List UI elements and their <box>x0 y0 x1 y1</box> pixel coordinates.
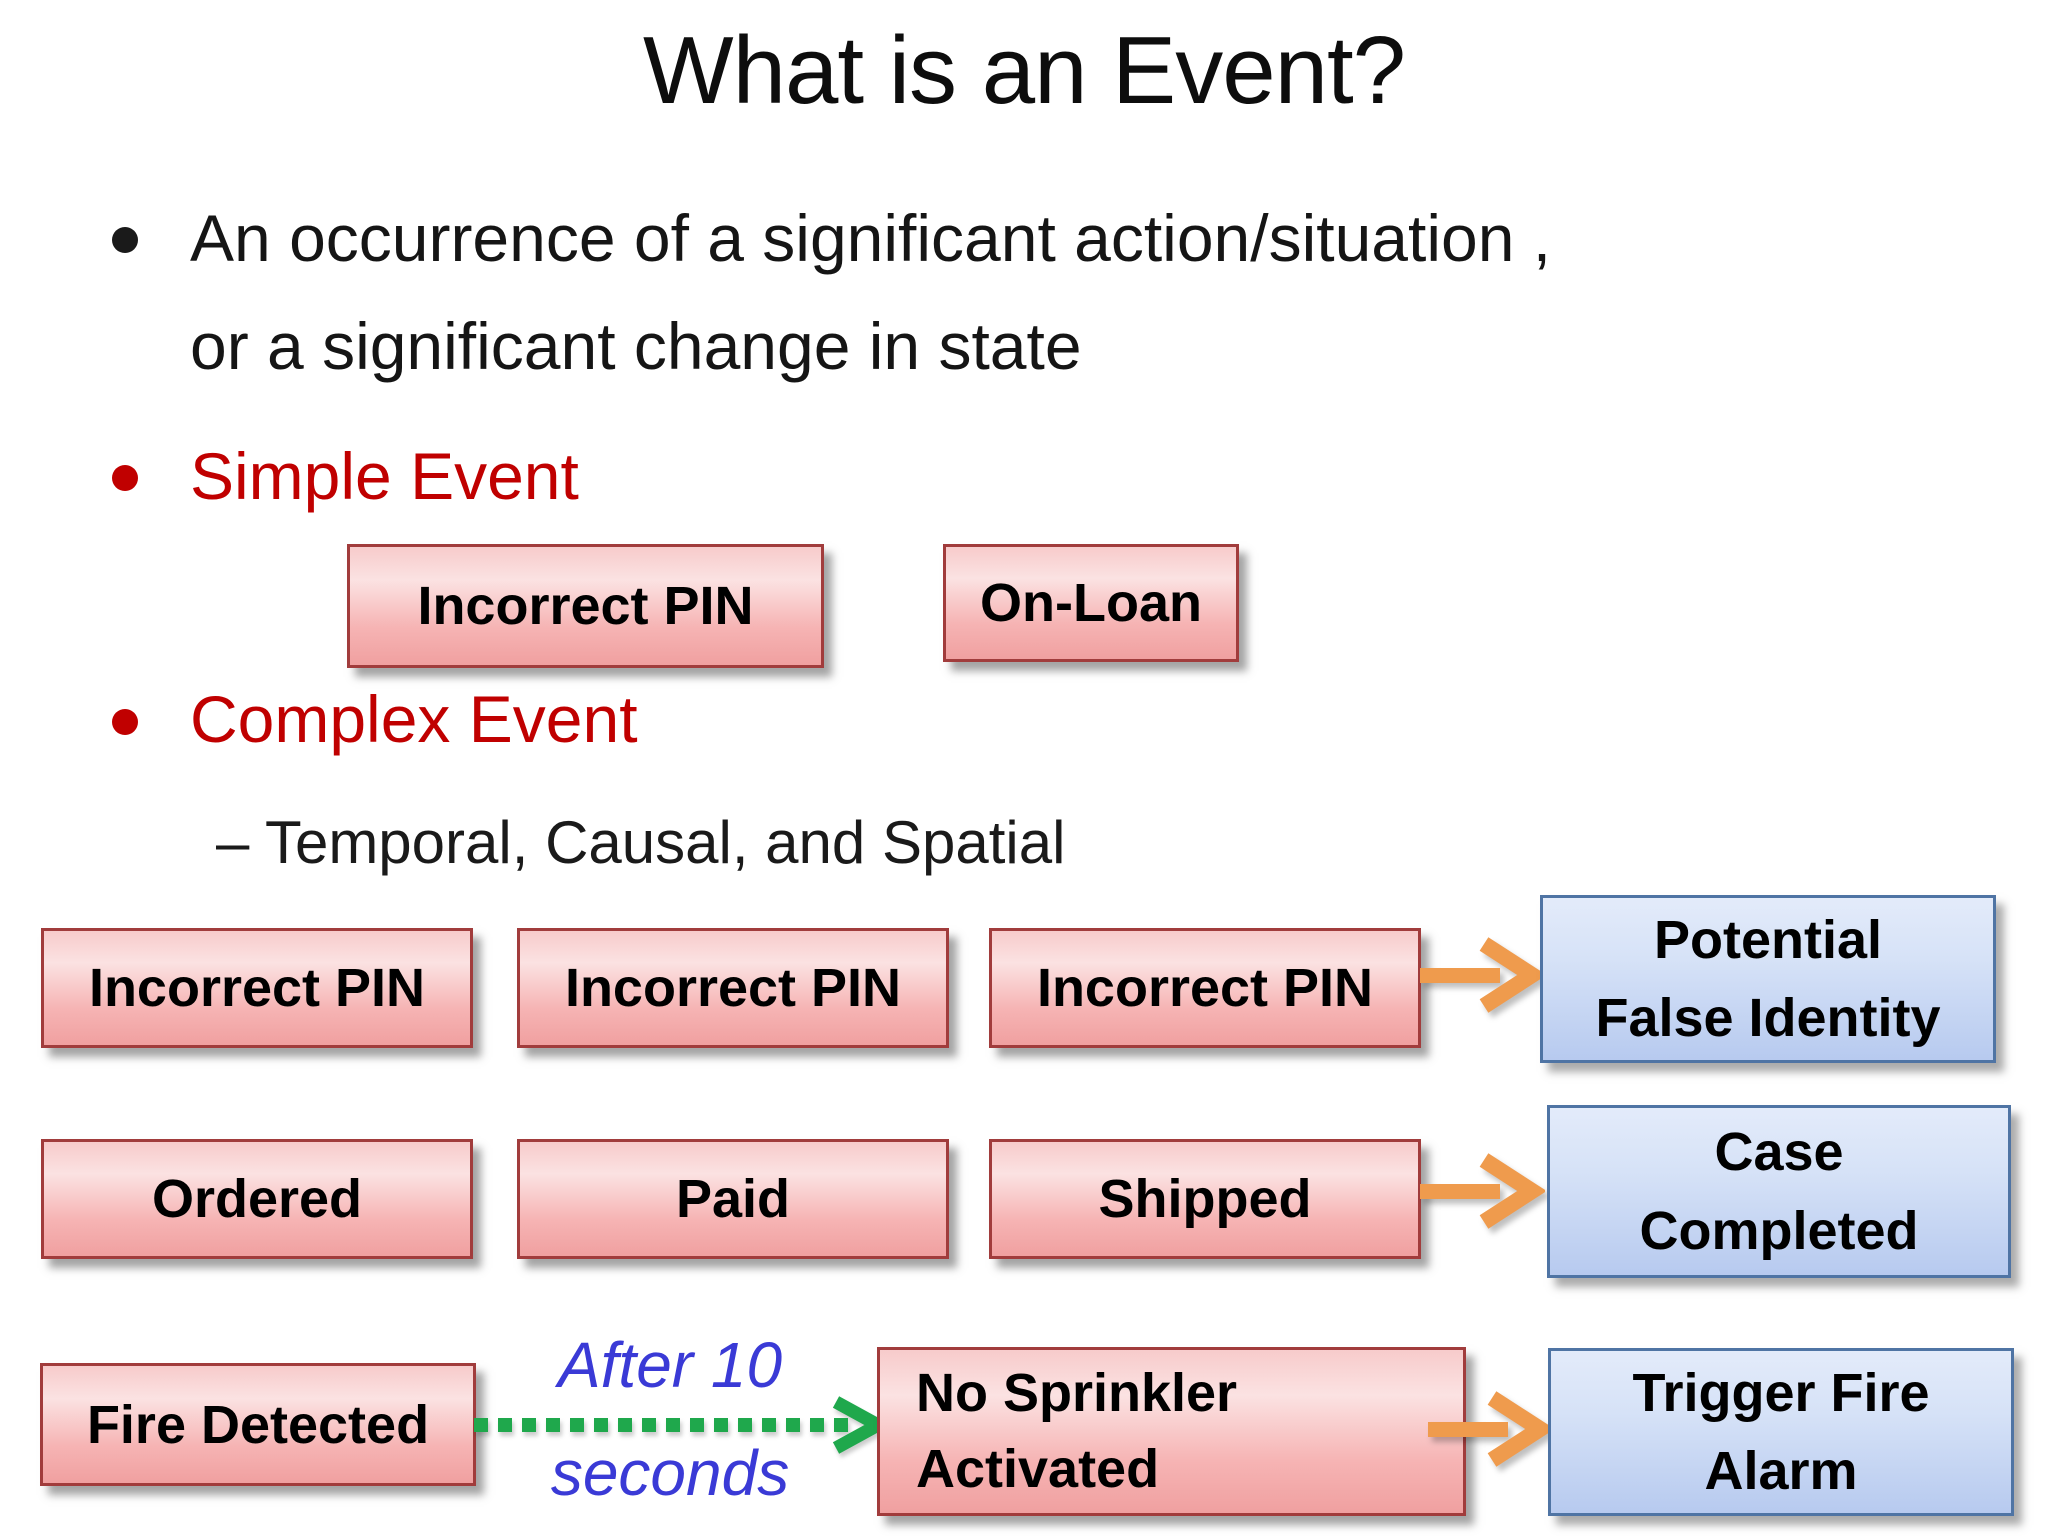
event-box-label: Incorrect PIN <box>88 958 426 1018</box>
event-box-incorrect-pin-2: Incorrect PIN <box>517 928 949 1048</box>
delay-label-line1: After 10 <box>557 1329 783 1401</box>
result-line2: Alarm <box>1704 1441 1858 1501</box>
event-box-incorrect-pin-3: Incorrect PIN <box>989 928 1421 1048</box>
bullet1-line2: or a significant change in state <box>190 309 1082 383</box>
result-box-trigger-fire-alarm: Trigger Fire Alarm <box>1548 1348 2014 1516</box>
bullet-dot-icon <box>112 227 138 253</box>
heading-complex-event: Complex Event <box>190 682 638 756</box>
event-box-fire-detected: Fire Detected <box>40 1363 476 1486</box>
event-box-label: Ordered <box>151 1169 363 1229</box>
event-box-paid: Paid <box>517 1139 949 1259</box>
delay-label-line2: seconds <box>550 1437 790 1509</box>
bullet-dot-icon <box>112 709 138 735</box>
orange-arrow-icon <box>1428 1384 1555 1479</box>
event-box-label: Paid <box>675 1169 791 1229</box>
orange-arrow-icon <box>1420 1146 1547 1241</box>
event-box-shipped: Shipped <box>989 1139 1421 1259</box>
result-box-case-completed: Case Completed <box>1547 1105 2011 1278</box>
event-box-on-loan: On-Loan <box>943 544 1239 662</box>
bullet-dot-icon <box>112 465 138 491</box>
result-box-potential-false-identity: Potential False Identity <box>1540 895 1996 1063</box>
page-title: What is an Event? <box>642 17 1406 124</box>
result-line1: Trigger Fire <box>1632 1362 1930 1423</box>
event-box-label: Fire Detected <box>86 1394 430 1455</box>
event-box-label-line1: No Sprinkler <box>916 1362 1238 1423</box>
event-box-label: Shipped <box>1098 1169 1312 1229</box>
event-box-label: Incorrect PIN <box>564 958 902 1018</box>
result-line2: Completed <box>1639 1200 1919 1261</box>
event-box-label: On-Loan <box>980 573 1202 633</box>
event-box-ordered: Ordered <box>41 1139 473 1259</box>
bullet1-line1: An occurrence of a significant action/si… <box>190 201 1552 275</box>
event-box-incorrect-pin-simple: Incorrect PIN <box>347 544 824 668</box>
sub-bullet-temporal-causal-spatial: – Temporal, Causal, and Spatial <box>216 809 1066 876</box>
heading-simple-event: Simple Event <box>190 439 579 513</box>
event-box-no-sprinkler-activated: No Sprinkler Activated <box>877 1347 1466 1516</box>
result-line2: False Identity <box>1595 988 1941 1048</box>
event-box-incorrect-pin-1: Incorrect PIN <box>41 928 473 1048</box>
event-box-label: Incorrect PIN <box>1036 958 1374 1018</box>
event-box-label: Incorrect PIN <box>417 576 754 636</box>
orange-arrow-icon <box>1420 930 1547 1025</box>
result-line1: Potential <box>1653 909 1883 970</box>
result-line1: Case <box>1714 1122 1844 1183</box>
event-box-label-line2: Activated <box>916 1438 1160 1499</box>
